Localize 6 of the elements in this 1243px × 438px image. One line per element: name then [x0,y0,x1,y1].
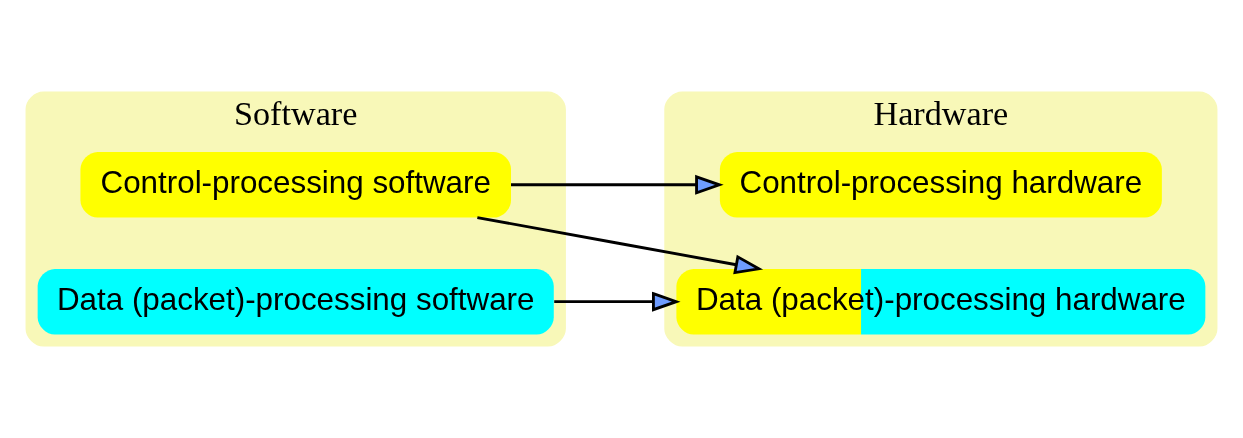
arrow [477,216,764,275]
node-box: Data (packet)-processing software [37,268,554,335]
arrow [554,291,681,312]
node-box: Control-processing software [80,152,511,218]
arrow [511,174,724,195]
node-box: Control-processing hardware [719,152,1162,218]
